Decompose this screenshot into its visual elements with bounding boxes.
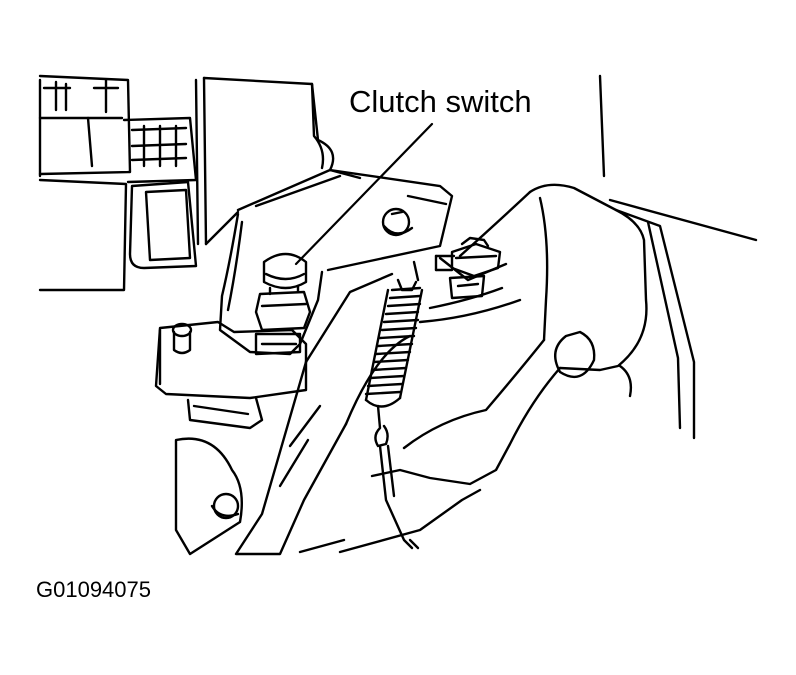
clutch-switch [254,252,312,356]
callout-leader-line [294,122,434,266]
adjuster-nut [434,236,502,300]
pushrod [378,444,420,550]
clutch-pedal-arm [234,183,696,556]
switch-mounting-bracket [218,168,454,356]
pedal-pivot-support [154,320,308,556]
clutch-switch-callout-label: Clutch switch [349,84,532,119]
figure-id-label: G01094075 [36,577,151,602]
return-spring [364,260,424,448]
fuse-relay-box [38,74,208,292]
